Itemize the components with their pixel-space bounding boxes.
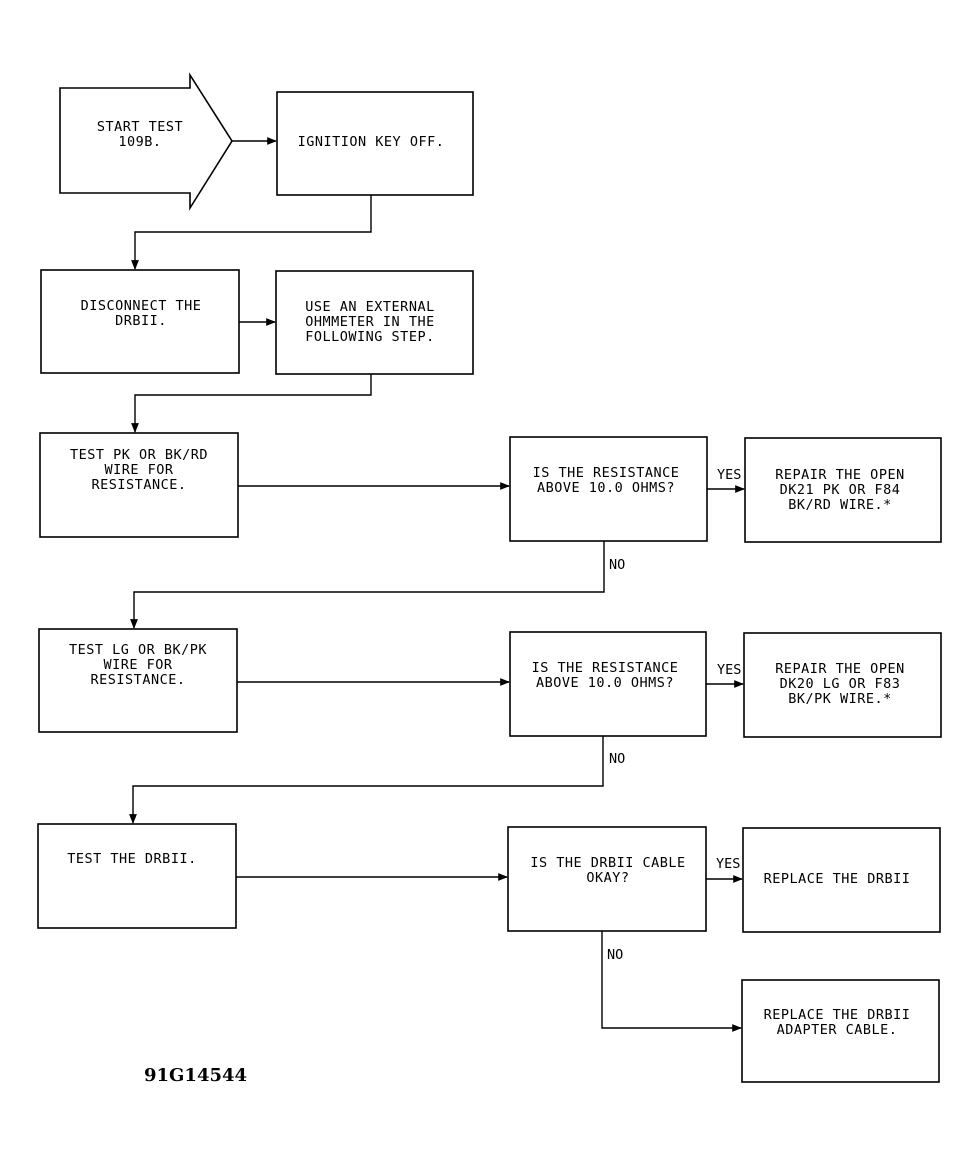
text-line: RESISTANCE. xyxy=(92,477,187,493)
text-line: IS THE DRBII CABLE xyxy=(530,855,685,871)
text-line: ABOVE 10.0 OHMS? xyxy=(537,480,675,496)
text-line: REPLACE THE DRBII xyxy=(764,871,911,887)
test-drbii-text: TEST THE DRBII. xyxy=(67,851,196,867)
test-pk-box xyxy=(39,432,239,538)
test-drbii-box xyxy=(37,823,237,929)
text-line: 109B. xyxy=(118,134,161,150)
question-resistance-1-box xyxy=(509,436,708,542)
yes-label-1: YES xyxy=(717,467,741,483)
ohmmeter-box xyxy=(275,270,474,375)
connector-question2-testdrbii xyxy=(129,736,604,824)
yes-label-2: YES xyxy=(717,662,741,678)
text-line: OHMMETER IN THE xyxy=(305,314,434,330)
no-label-1: NO xyxy=(609,557,625,573)
text-line: BK/RD WIRE.* xyxy=(788,497,892,513)
text-line: DRBII. xyxy=(115,313,167,329)
text-line: USE AN EXTERNAL xyxy=(305,299,434,315)
no-label-3: NO xyxy=(607,947,623,963)
connector-questioncable-replaceadapter xyxy=(601,931,742,1032)
text-line: TEST THE DRBII. xyxy=(67,851,196,867)
text-line: IGNITION KEY OFF. xyxy=(298,134,445,150)
text-line: WIRE FOR xyxy=(104,462,173,478)
text-line: DISCONNECT THE xyxy=(81,298,202,314)
ignition-box xyxy=(276,91,474,196)
repair-1-box xyxy=(744,437,942,543)
text-line: TEST PK OR BK/RD xyxy=(70,447,208,463)
text-line: DK21 PK OR F84 xyxy=(780,482,901,498)
text-line: ABOVE 10.0 OHMS? xyxy=(536,675,674,691)
question-resistance-2-box xyxy=(509,631,707,737)
text-line: REPAIR THE OPEN xyxy=(775,467,904,483)
replace-drbii-box xyxy=(742,827,941,933)
ignition-text: IGNITION KEY OFF. xyxy=(298,134,445,150)
text-line: BK/PK WIRE.* xyxy=(788,691,892,707)
yes-label-3: YES xyxy=(716,856,740,872)
text-line: DK20 LG OR F83 xyxy=(780,676,901,692)
text-line: REPAIR THE OPEN xyxy=(775,661,904,677)
replace-drbii-text: REPLACE THE DRBII xyxy=(764,871,911,887)
connector-ignition-disconnect xyxy=(131,195,372,270)
text-line: IS THE RESISTANCE xyxy=(532,660,679,676)
start-arrow-shape xyxy=(59,72,233,211)
text-line: IS THE RESISTANCE xyxy=(533,465,680,481)
figure-code: 91G14544 xyxy=(144,1065,247,1086)
text-line: START TEST xyxy=(97,119,183,135)
question-cable-box xyxy=(507,826,707,932)
repair-2-box xyxy=(743,632,942,738)
replace-adapter-box xyxy=(741,979,940,1083)
text-line: RESISTANCE. xyxy=(91,672,186,688)
connector-question1-testlg xyxy=(130,541,605,629)
test-lg-box xyxy=(38,628,238,733)
text-line: OKAY? xyxy=(586,870,629,886)
text-line: ADAPTER CABLE. xyxy=(777,1022,898,1038)
text-line: TEST LG OR BK/PK xyxy=(69,642,207,658)
text-line: FOLLOWING STEP. xyxy=(305,329,434,345)
text-line: REPLACE THE DRBII xyxy=(764,1007,911,1023)
connector-ohmmeter-testpk xyxy=(131,374,372,433)
text-line: WIRE FOR xyxy=(103,657,172,673)
no-label-2: NO xyxy=(609,751,625,767)
